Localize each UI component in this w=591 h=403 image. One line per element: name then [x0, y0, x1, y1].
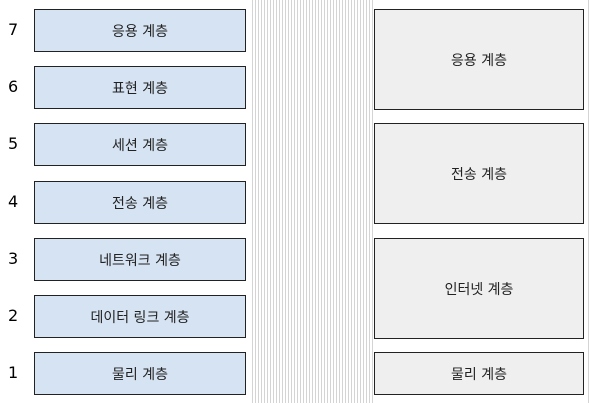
osi-layer-number: 1 [8, 363, 19, 382]
osi-layer-label: 응용 계층 [112, 23, 168, 40]
osi-layer-physical: 물리 계층 [34, 352, 246, 395]
osi-layer-transport: 전송 계층 [34, 181, 246, 224]
tcpip-layer-application: 응용 계층 [374, 9, 584, 110]
osi-layer-number: 7 [8, 20, 19, 39]
osi-layer-label: 네트워크 계층 [99, 252, 181, 269]
osi-layer-label: 표현 계층 [112, 80, 168, 97]
osi-layer-label: 물리 계층 [112, 366, 168, 383]
osi-layer-application: 응용 계층 [34, 9, 246, 52]
tcpip-layer-physical: 물리 계층 [374, 352, 584, 395]
tcpip-layer-label: 인터넷 계층 [444, 281, 514, 298]
osi-layer-number: 4 [8, 192, 19, 211]
osi-layer-number: 3 [8, 249, 19, 268]
osi-layer-label: 데이터 링크 계층 [90, 309, 190, 326]
osi-layer-presentation: 표현 계층 [34, 66, 246, 109]
tcpip-layer-label: 응용 계층 [451, 52, 507, 69]
osi-layer-number: 5 [8, 134, 19, 153]
osi-layer-number: 2 [8, 306, 19, 325]
tcpip-layer-label: 물리 계층 [451, 366, 507, 383]
tcpip-layer-internet: 인터넷 계층 [374, 238, 584, 339]
osi-layer-label: 세션 계층 [112, 137, 168, 154]
osi-layer-number: 6 [8, 77, 19, 96]
tcpip-layer-transport: 전송 계층 [374, 123, 584, 224]
osi-layer-label: 전송 계층 [112, 195, 168, 212]
background-stripes-left [250, 0, 374, 403]
background-stripes-right [586, 0, 591, 403]
osi-layer-session: 세션 계층 [34, 123, 246, 166]
tcpip-layer-label: 전송 계층 [451, 166, 507, 183]
osi-layer-data-link: 데이터 링크 계층 [34, 295, 246, 338]
osi-layer-network: 네트워크 계층 [34, 238, 246, 281]
